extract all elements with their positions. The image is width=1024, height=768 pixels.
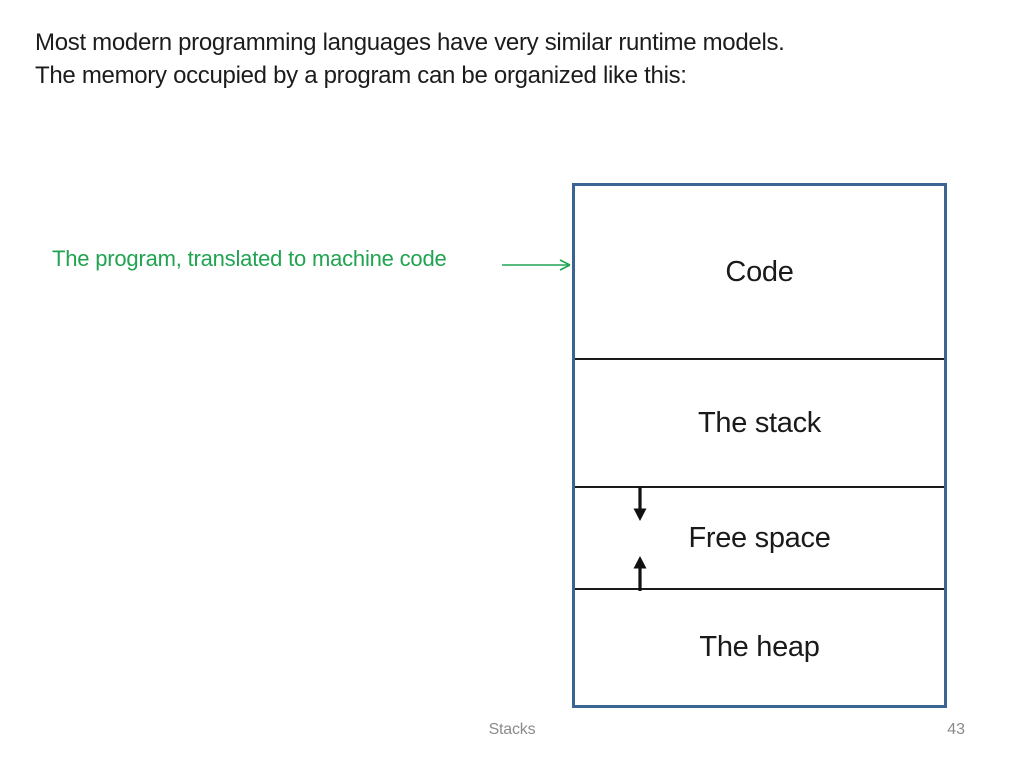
memory-layout-box: Code The stack Free space The heap [572, 183, 947, 708]
memory-section-stack-label: The stack [697, 406, 821, 439]
heap-grows-up-arrow-icon [633, 556, 647, 591]
slide-number: 43 [947, 721, 965, 738]
divider-free-heap [575, 588, 944, 590]
slide-title-line-1: Most modern programming languages have v… [35, 29, 785, 56]
stack-grows-down-arrow-icon [633, 487, 647, 521]
memory-section-free-space-label: Free space [688, 521, 831, 554]
memory-section-code: Code [575, 186, 944, 358]
divider-stack-free [575, 486, 944, 488]
footer-section-title: Stacks [488, 721, 536, 738]
memory-section-heap-label: The heap [699, 631, 820, 663]
machine-code-annotation: The program, translated to machine code [52, 246, 447, 271]
memory-section-heap: The heap [575, 590, 944, 705]
memory-section-stack: The stack [575, 360, 944, 486]
green-right-arrow-icon [502, 259, 571, 271]
divider-code-stack [575, 358, 944, 360]
memory-section-code-label: Code [725, 255, 794, 288]
slide-title: Most modern programming languages have v… [35, 26, 975, 92]
slide-title-line-2: The memory occupied by a program can be … [35, 62, 687, 89]
memory-section-free-space: Free space [575, 488, 944, 588]
